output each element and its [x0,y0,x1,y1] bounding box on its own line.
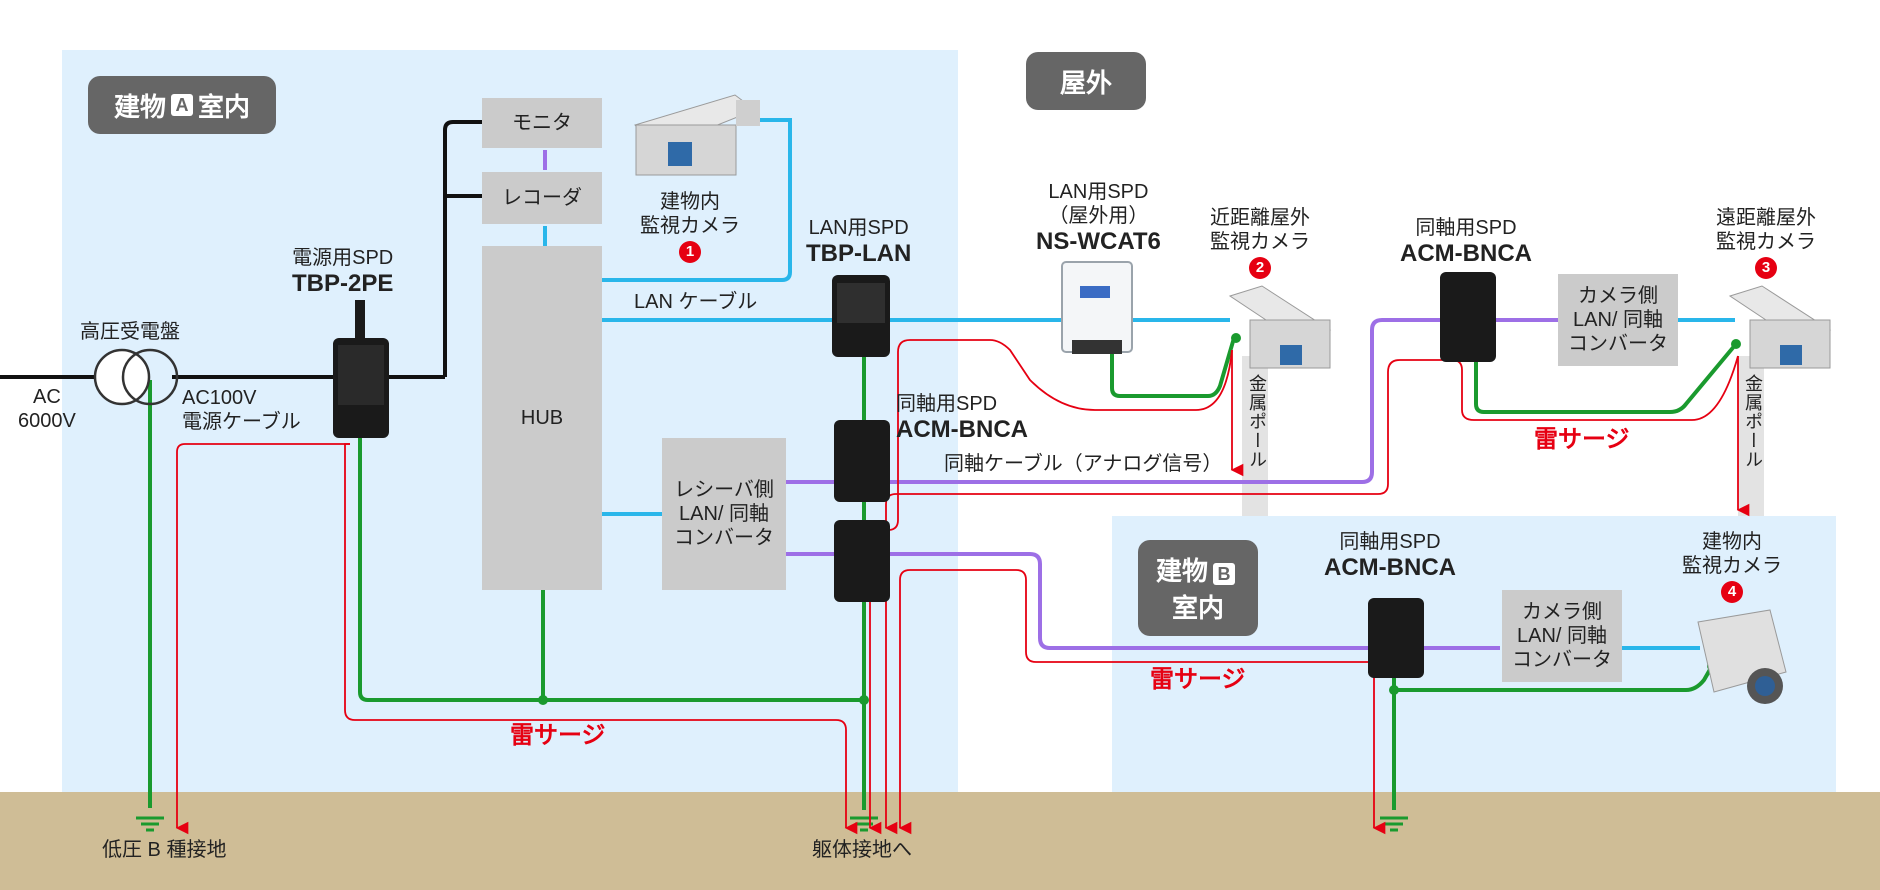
recorder-box: レコーダ [482,172,602,224]
outdoor-lan-spd-device [1061,261,1133,354]
frame-earth-label: 躯体接地へ [812,839,912,861]
camera-2-graphic [1228,285,1332,369]
outdoor-lan-spd-label: LAN用SPD（屋外用）NS-WCAT6 [1036,181,1161,255]
metal-pole-2-label: 金属ポール [1743,374,1763,469]
surge-label-1: 雷サージ [510,722,606,749]
camera-3-number: 3 [1755,257,1777,279]
camera-2-number: 2 [1249,257,1271,279]
power-spd-device [333,300,389,438]
coax-cable-lines [543,150,1560,650]
surge-label-2: 雷サージ [1534,426,1630,453]
coax-cable-label: 同軸ケーブル（アナログ信号） [944,453,1223,475]
metal-pole-1 [1242,356,1268,516]
transformer-icon [93,348,179,406]
coax-spd-devices [834,272,1496,678]
camera-1-label: 建物内監視カメラ 1 [640,190,740,263]
metal-pole-1-label: 金属ポール [1247,374,1267,469]
metal-pole-2 [1738,356,1764,516]
power-cable-lines [0,120,482,379]
camera-1-graphic [634,94,760,176]
surge-label-3: 雷サージ [1150,666,1246,693]
substation-label: 高圧受電盤 [80,321,180,343]
low-voltage-earth-label: 低圧 B 種接地 [102,839,227,861]
camera-4-graphic [1697,609,1787,704]
camera-4-label: 建物内監視カメラ 4 [1682,530,1782,603]
lan-cable-lines [543,118,1735,650]
camera-1-number: 1 [679,241,701,263]
camera-4-number: 4 [1721,581,1743,603]
lan-spd-device [832,275,890,357]
camera-2-label: 近距離屋外監視カメラ 2 [1210,206,1310,279]
outdoor-label: 屋外 [1026,52,1146,110]
hub-box: HUB [482,246,602,590]
camera-3-graphic [1728,285,1832,369]
camera-3-label: 遠距離屋外監視カメラ 3 [1716,206,1816,279]
ground-soil [0,792,1880,890]
earth-symbols [136,816,1408,832]
lan-cable-label: LAN ケーブル [634,291,758,313]
monitor-box: モニタ [482,98,602,148]
